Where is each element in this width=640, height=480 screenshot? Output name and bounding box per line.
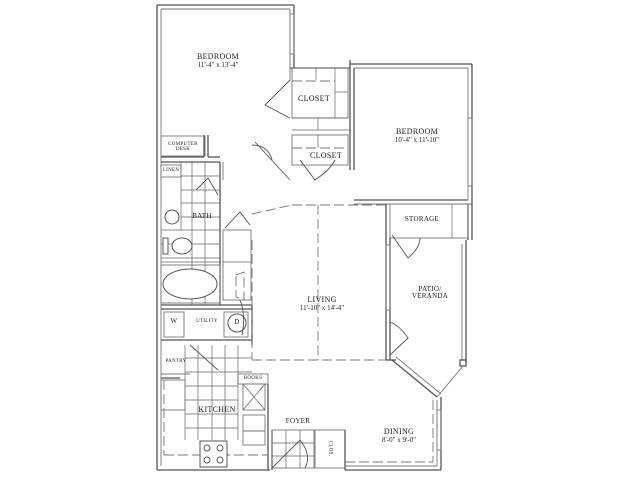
burner-icon [203,444,211,452]
room-label-pantry: PANTRY [163,359,189,364]
room-label-bedroom-2: BEDROOM 10'-4" x 11'-10" [372,128,462,144]
room-name-line-2: DESK [175,147,191,152]
room-label-closet-1: CLOSET [292,95,336,103]
room-name: BATH [192,212,212,220]
room-name: KITCHEN [198,405,236,414]
room-name: FOYER [285,417,311,425]
room-label-bedroom-1: BEDROOM 11'-4" x 13'-4" [178,53,258,69]
dashed-lines [163,204,434,463]
room-label-computer-desk: COMPUTER DESK [161,142,205,152]
interior-walls [160,67,469,470]
toilet-icon [171,237,193,255]
appliance-label-dryer: D [229,319,245,326]
bathtub-icon [162,268,218,300]
room-name: UTILITY [196,319,218,324]
room-name: BEDROOM [395,127,439,136]
room-label-storage: STORAGE [392,216,452,223]
room-name: BOOKS [243,376,263,381]
room-name: CLOSET [297,94,331,103]
room-label-dining: DINING 8'-0" x 9'-0" [364,428,434,444]
room-name: LINEN [162,168,180,173]
room-name: CLOSET [309,151,343,160]
room-label-foyer: FOYER [280,418,316,425]
room-label-books: BOOKS [238,376,268,381]
appliance-label-washer: W [166,318,182,325]
room-name-line-2: VERANDA [411,292,449,300]
room-label-patio: PATIO/ VERANDA [400,286,460,300]
room-name: DINING [383,427,415,436]
room-dimensions: 10'-4" x 11'-10" [394,136,440,144]
tile-grid [160,162,252,440]
room-name: BEDROOM [196,52,240,61]
room-name: LIVING [307,295,337,304]
fixtures [160,209,249,468]
room-name: PANTRY [165,359,187,364]
burner-icon [216,456,224,464]
room-name: COMPUTER [168,142,198,147]
dryer-icon [227,313,247,333]
sink-icon [164,209,180,225]
doors [189,79,421,469]
room-dimensions: 8'-0" x 9'-0" [382,436,416,444]
room-name: PATIO/ [418,285,442,293]
outer-walls [156,4,473,471]
room-label-living: LIVING 11'-10" x 14'-4" [282,296,362,312]
room-name: STORAGE [404,215,440,223]
room-name: W [170,317,178,325]
burner-icon [203,456,211,464]
room-label-closet-2: CLOSET [304,152,348,160]
room-label-kitchen: KITCHEN [194,406,240,414]
room-label-utility: UTILITY [190,319,224,324]
room-label-coat-closet: CLOS. [328,437,333,461]
room-name: D [234,318,240,326]
burner-icon [216,444,224,452]
room-label-bath: BATH [188,213,216,220]
room-dimensions: 11'-10" x 14'-4" [299,304,345,312]
room-label-linen: LINEN [161,168,181,173]
room-dimensions: 11'-4" x 13'-4" [197,61,239,69]
room-name: CLOS. [327,440,333,457]
